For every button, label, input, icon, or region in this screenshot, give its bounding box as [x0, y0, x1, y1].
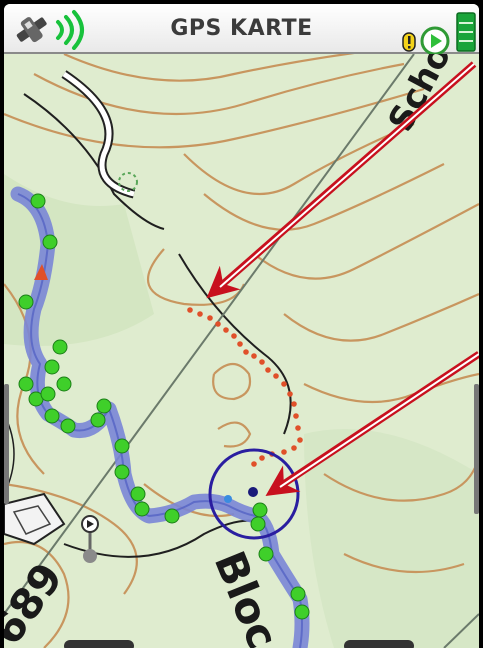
status-bar: GPS KARTE — [4, 4, 479, 56]
screen-title: GPS KARTE — [170, 16, 313, 41]
satellite-signal-icon[interactable] — [10, 8, 102, 50]
warning-icon — [402, 32, 416, 52]
vegetation-area — [304, 429, 479, 648]
battery-icon — [456, 12, 476, 52]
terrain-marker — [4, 492, 66, 546]
topo-map[interactable]: Bloc 689 Scho — [4, 54, 479, 648]
track-points — [18, 193, 310, 620]
annotation-arrow-upper — [206, 61, 477, 299]
play-icon[interactable] — [420, 26, 450, 56]
softkey-right[interactable] — [344, 640, 414, 648]
planned-route — [187, 307, 303, 467]
direction-arrow-icon — [34, 264, 48, 280]
device-screen: GPS KARTE — [4, 4, 479, 648]
softkey-left[interactable] — [64, 640, 134, 648]
side-button-left — [4, 384, 9, 504]
current-position-icon — [248, 487, 258, 497]
waypoint-flag-icon[interactable] — [81, 515, 99, 563]
annotation-arrow-lower — [265, 351, 479, 496]
grid-line — [4, 54, 415, 615]
side-button-right — [474, 384, 479, 514]
